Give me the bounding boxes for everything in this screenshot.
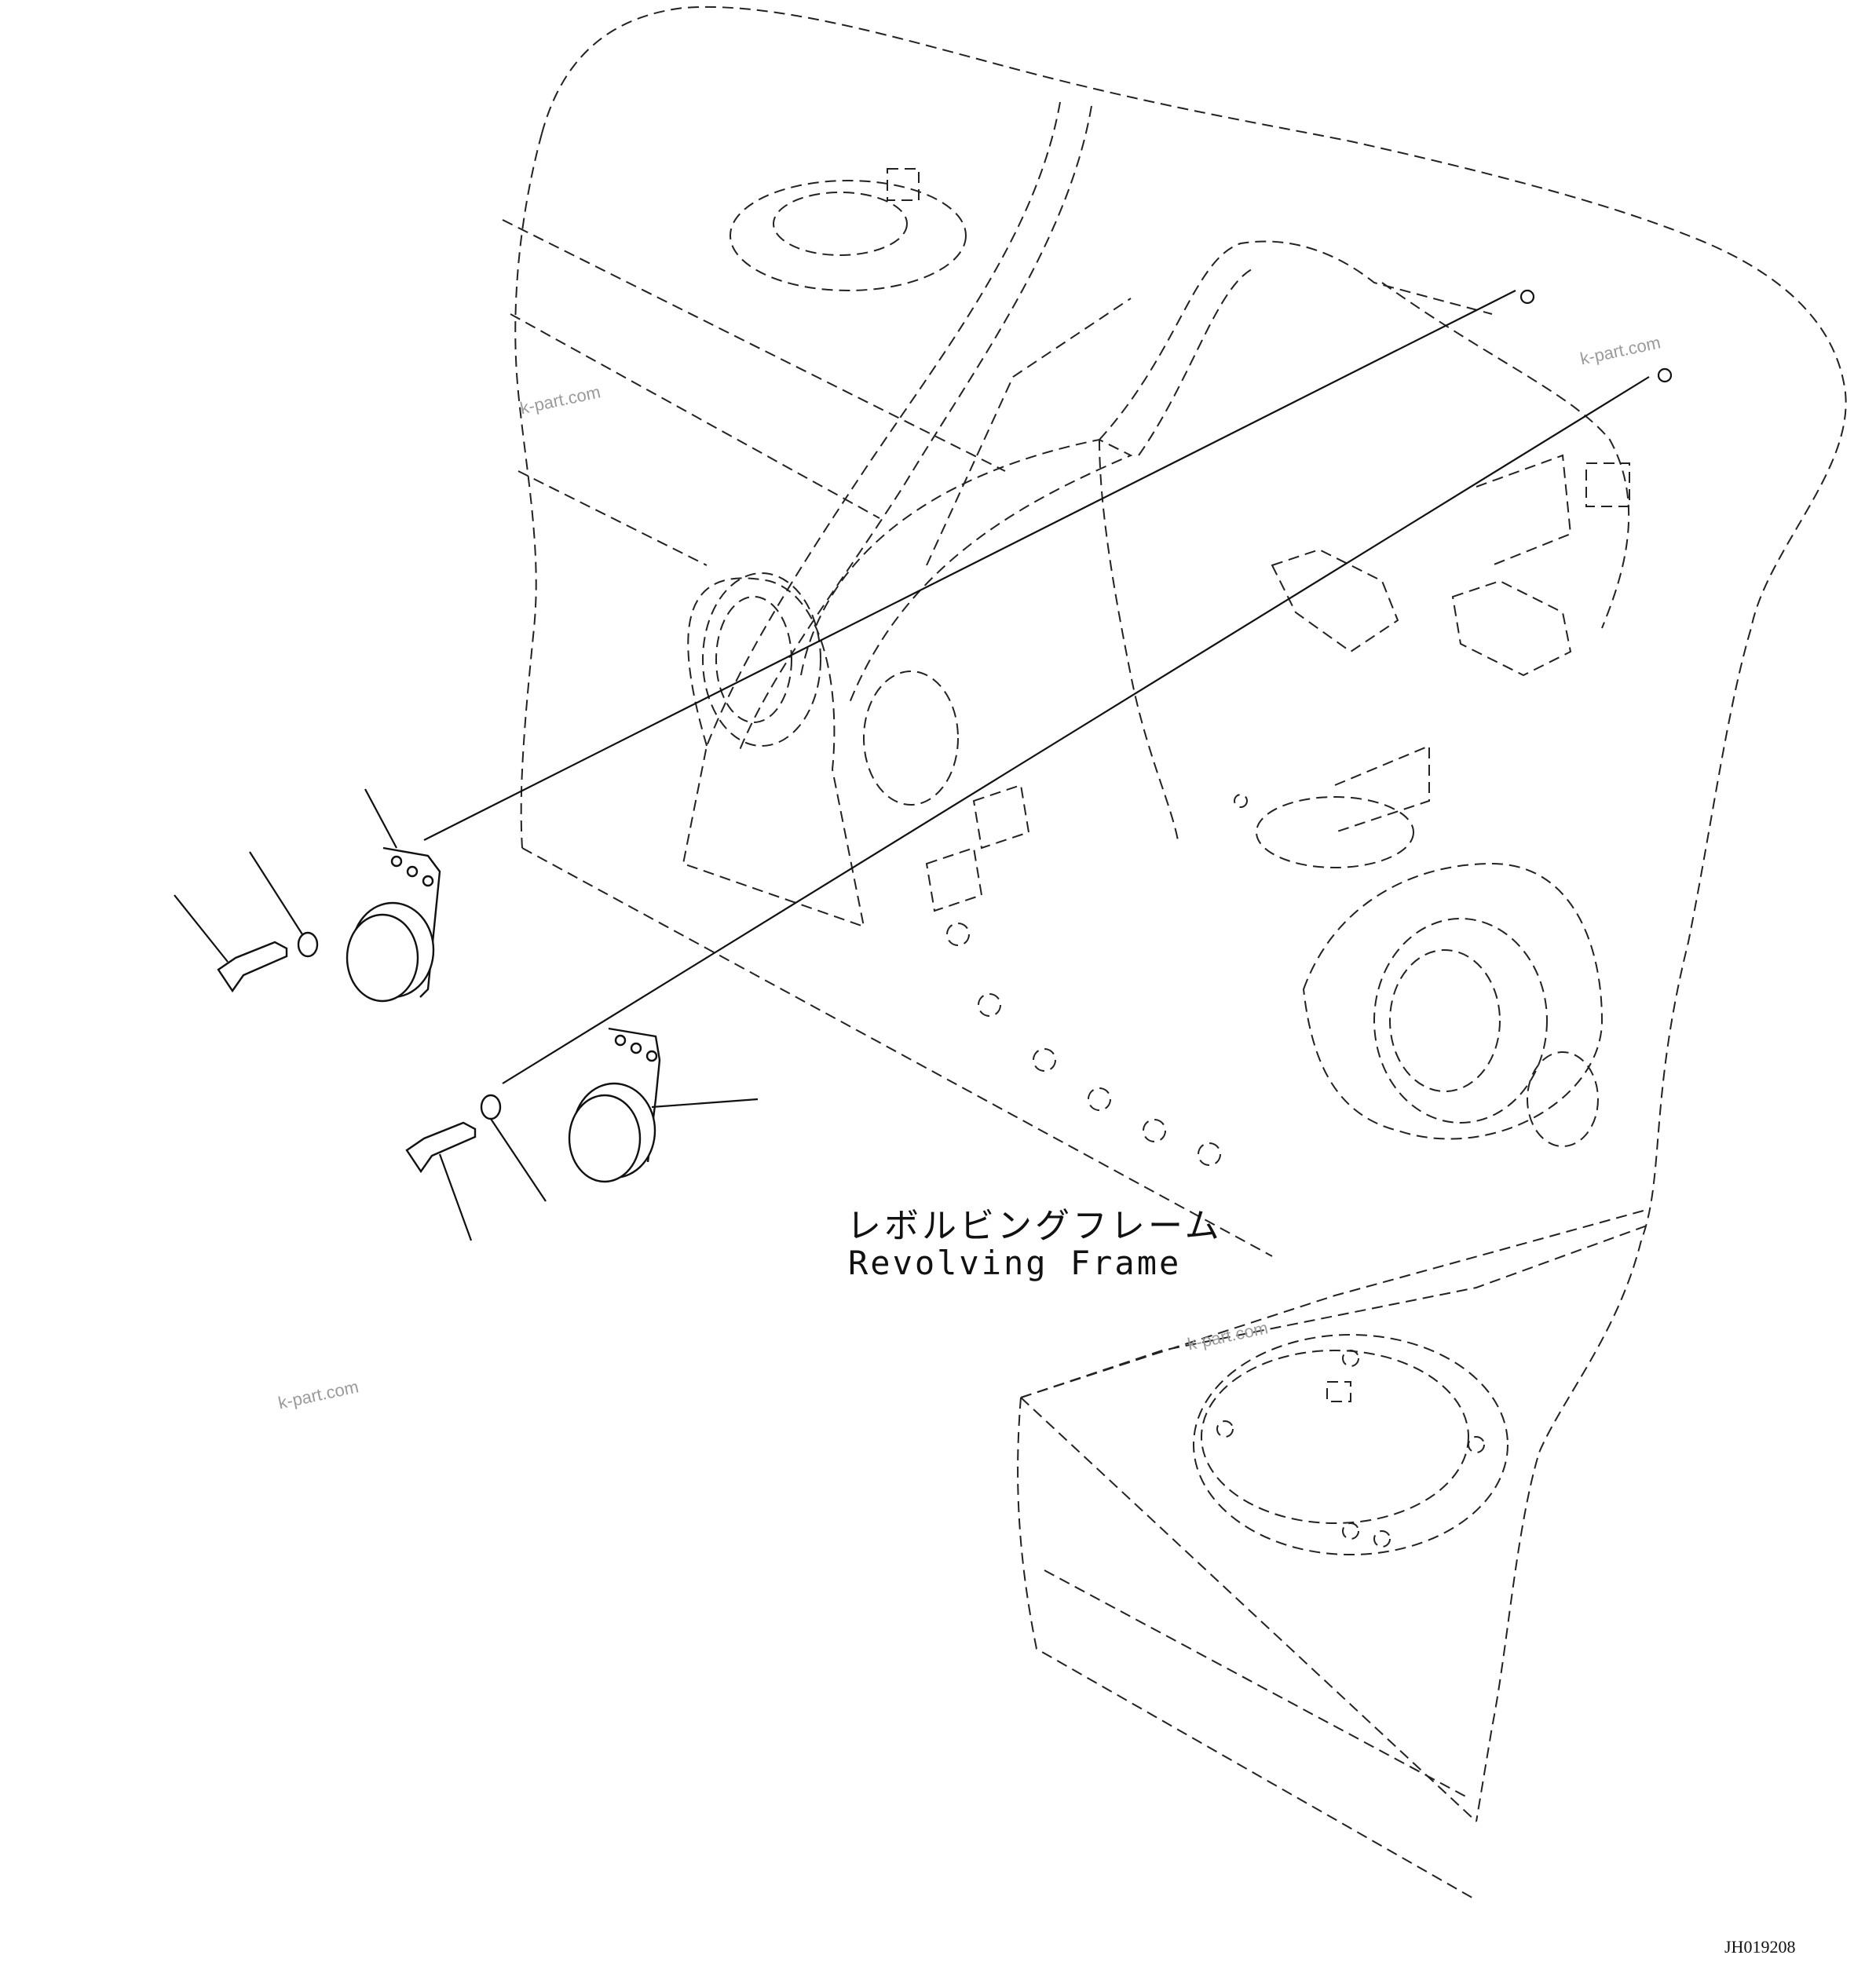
drawing-code: JH019208 — [1724, 1937, 1796, 1957]
bracket-hole — [390, 855, 403, 868]
frame-label-japanese: レボルビングフレーム — [847, 1206, 1223, 1246]
bracket-hole — [614, 1034, 627, 1047]
lower-horn-face — [568, 1094, 642, 1183]
bracket-hole — [406, 865, 419, 878]
upper-bolt — [217, 941, 288, 993]
upper-horn-assembly — [174, 788, 441, 1003]
bracket-hole — [630, 1042, 642, 1054]
lower-washer-leader — [490, 1118, 547, 1202]
upper-washer — [297, 931, 319, 958]
lower-washer — [480, 1094, 502, 1120]
lower-bolt — [405, 1121, 477, 1174]
lower-horn-leader — [651, 1098, 759, 1109]
assembly-axis-lines — [423, 289, 1673, 1084]
upper-horn-leader — [364, 788, 397, 849]
revolving-frame-outline — [502, 5, 1847, 1901]
frame-label-english: Revolving Frame — [848, 1244, 1182, 1282]
lower-horn-assembly — [405, 1027, 759, 1241]
upper-horn-face — [346, 913, 419, 1003]
upper-bolt-leader — [174, 894, 229, 963]
upper-washer-leader — [249, 851, 303, 935]
bracket-hole — [422, 875, 434, 887]
bracket-hole — [645, 1050, 658, 1062]
lower-bolt-leader — [438, 1153, 473, 1241]
